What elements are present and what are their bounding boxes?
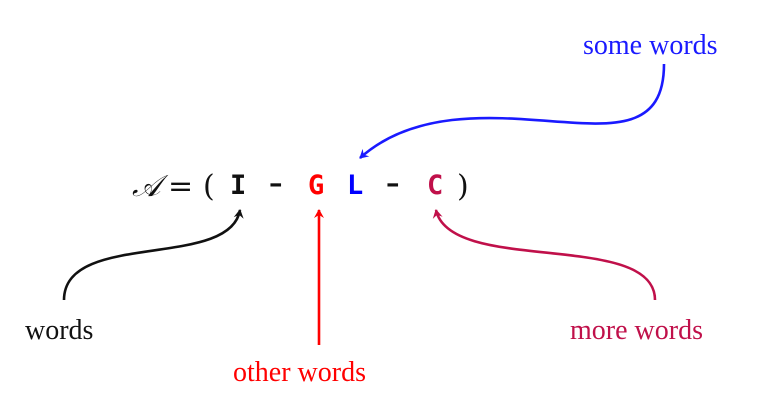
token-c: C — [427, 170, 443, 201]
equation-open-paren: ( — [203, 169, 215, 204]
label-other-words: other words — [233, 357, 366, 388]
equation-equals-sign: = — [168, 169, 193, 204]
arrow-more-words-to-c — [432, 209, 657, 301]
token-g: G — [308, 170, 324, 201]
arrow-words-to-i — [62, 209, 244, 301]
label-some-words: some words — [583, 30, 718, 61]
token-dash-1: – — [269, 168, 283, 199]
equation-close-paren: ) — [457, 169, 469, 204]
arrow-some-words-to-l — [359, 63, 666, 159]
token-dash-2: – — [386, 168, 400, 199]
token-l: L — [347, 170, 363, 201]
label-more-words: more words — [570, 315, 703, 346]
label-words: words — [25, 315, 93, 346]
token-i: I — [230, 170, 246, 201]
equation-lhs-symbol: 𝒜 — [132, 169, 169, 204]
